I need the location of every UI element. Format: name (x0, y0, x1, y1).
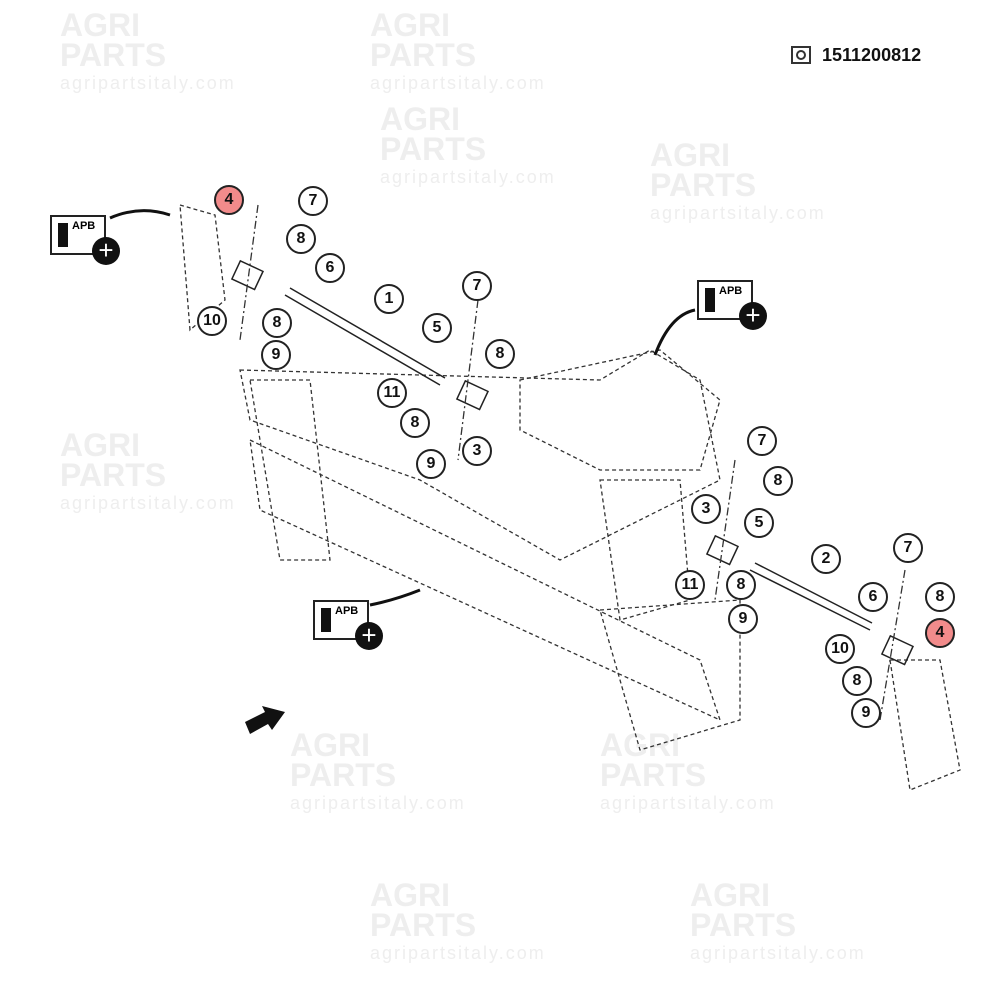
callout[interactable]: 9 (416, 449, 446, 479)
callout[interactable]: 8 (763, 466, 793, 496)
callout[interactable]: 8 (842, 666, 872, 696)
part-code-text: 1511200812 (822, 44, 922, 65)
callout[interactable]: 9 (728, 604, 758, 634)
apb-reference-link[interactable]: APB+ (50, 215, 124, 265)
plus-icon: + (355, 622, 383, 650)
part-code: 1511200812 (790, 44, 921, 66)
callout[interactable]: 7 (462, 271, 492, 301)
callout[interactable]: 10 (197, 306, 227, 336)
callout[interactable]: 8 (485, 339, 515, 369)
callout[interactable]: 11 (675, 570, 705, 600)
callout[interactable]: 6 (315, 253, 345, 283)
callout[interactable]: 5 (744, 508, 774, 538)
callout[interactable]: 3 (462, 436, 492, 466)
callout[interactable]: 6 (858, 582, 888, 612)
callout[interactable]: 10 (825, 634, 855, 664)
plus-icon: + (92, 237, 120, 265)
shafts (230, 259, 915, 666)
callout[interactable]: 9 (261, 340, 291, 370)
callout[interactable]: 8 (400, 408, 430, 438)
callout[interactable]: 8 (262, 308, 292, 338)
callout[interactable]: 7 (893, 533, 923, 563)
gearbox-frame (179, 204, 961, 791)
callout[interactable]: 2 (811, 544, 841, 574)
callout[interactable]: 7 (298, 186, 328, 216)
leader-lines (239, 204, 906, 721)
callout[interactable]: 7 (747, 426, 777, 456)
callout[interactable]: 3 (691, 494, 721, 524)
plus-icon: + (739, 302, 767, 330)
callout[interactable]: 9 (851, 698, 881, 728)
direction-arrow-icon (245, 706, 285, 734)
callout[interactable]: 8 (286, 224, 316, 254)
callout-highlighted[interactable]: 4 (925, 618, 955, 648)
callout[interactable]: 11 (377, 378, 407, 408)
drawing-gear-icon (791, 46, 811, 64)
apb-reference-link[interactable]: APB+ (313, 600, 387, 650)
callout[interactable]: 8 (726, 570, 756, 600)
callout[interactable]: 8 (925, 582, 955, 612)
callout-highlighted[interactable]: 4 (214, 185, 244, 215)
apb-reference-link[interactable]: APB+ (697, 280, 771, 330)
callout[interactable]: 5 (422, 313, 452, 343)
callout[interactable]: 1 (374, 284, 404, 314)
